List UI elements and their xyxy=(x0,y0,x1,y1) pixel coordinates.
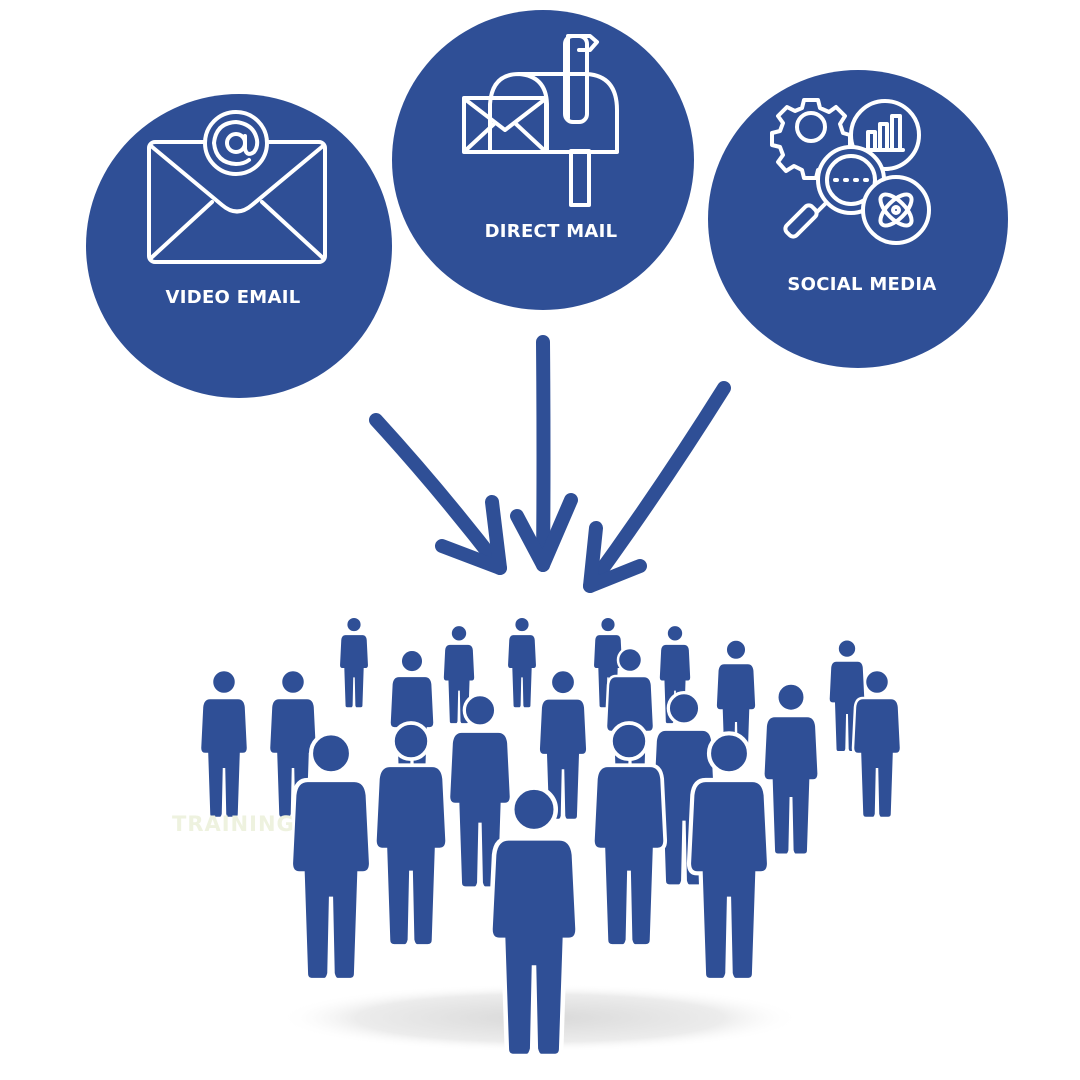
channel-circle-video-email: VIDEO EMAIL xyxy=(86,94,392,398)
channel-circle-direct-mail: DIRECT MAIL xyxy=(392,10,694,310)
crowd-of-people-icon xyxy=(198,616,903,1056)
direct-mail-label: DIRECT MAIL xyxy=(485,221,618,242)
person xyxy=(761,681,821,857)
person xyxy=(198,668,250,820)
person xyxy=(338,616,370,709)
social-analytics-icon xyxy=(770,98,931,245)
arrow-down-icon xyxy=(369,413,507,575)
video-email-label: VIDEO EMAIL xyxy=(165,287,300,308)
mailbox-icon xyxy=(462,34,619,207)
email-at-icon xyxy=(147,110,327,264)
arrow-down-icon xyxy=(510,335,578,572)
person xyxy=(506,616,538,709)
arrow-down-icon xyxy=(583,381,731,593)
training-faint-text: TRAINING xyxy=(172,812,295,836)
person xyxy=(372,721,450,948)
channel-circle-social-media: SOCIAL MEDIA xyxy=(708,70,1008,368)
social-media-label: SOCIAL MEDIA xyxy=(787,274,936,295)
person xyxy=(490,788,577,1056)
